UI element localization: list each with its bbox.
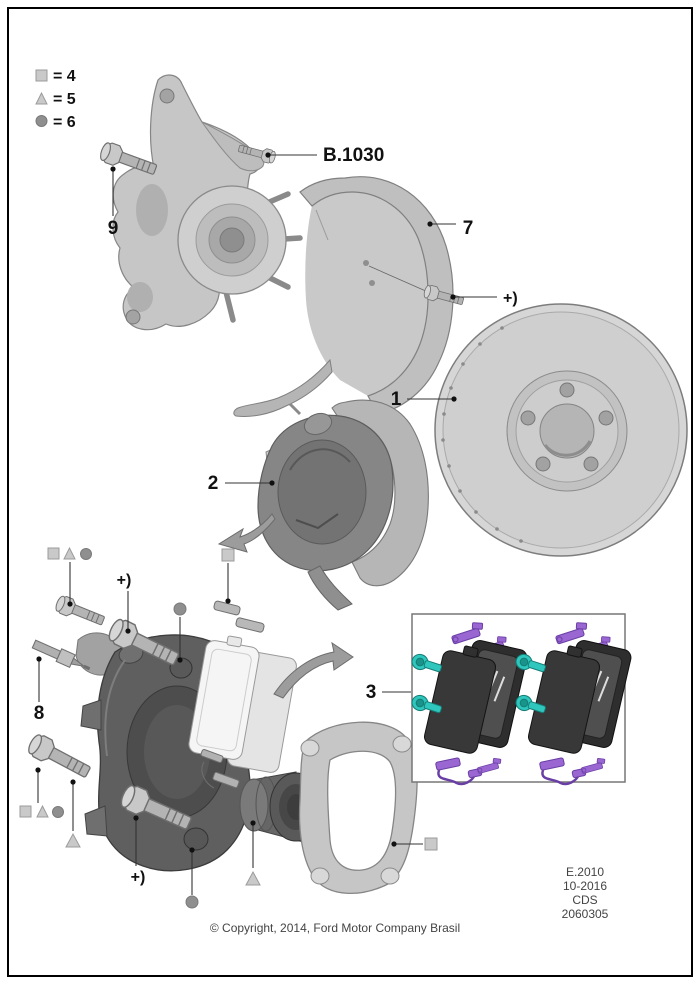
leader-lines [37,154,497,895]
callout-8: 8 [34,703,45,724]
legend-label-square: = 4 [53,68,76,85]
leader-dots [35,152,457,853]
callout-3: 3 [366,682,377,703]
splash-shield [233,176,454,417]
legend: = 4 = 5 = 6 [35,68,76,131]
callout-b1030: B.1030 [323,145,384,166]
info-line-3: CDS [572,893,597,907]
pad-retainer-clips [200,749,240,789]
callout-2: 2 [208,473,219,494]
callout-note-top: +) [503,290,518,307]
legend-label-circle: = 6 [53,114,76,131]
legend-label-triangle: = 5 [53,91,76,108]
brake-pads-exploded [188,635,297,773]
info-line-2: 10-2016 [563,879,607,893]
guide-pin-cap-lower [183,827,209,851]
callout-1: 1 [391,389,402,410]
caliper-assembly [257,399,429,611]
legend-triangle-icon [35,91,48,105]
copyright-text: © Copyright, 2014, Ford Motor Company Br… [210,921,460,935]
carrier-bracket [298,721,418,894]
bleed-screw [31,639,91,671]
caliper-bolt-lower [24,731,95,784]
hub-flange [177,185,303,323]
guide-pin-bolt-upper [53,593,107,630]
explode-arrow-right [273,641,354,699]
info-block: E.2010 10-2016 CDS 2060305 [562,865,609,921]
info-line-4: 2060305 [562,907,609,921]
pad-wear-clips [213,600,265,633]
kit-symbol-markers [19,546,438,909]
legend-square-icon [35,69,48,82]
callout-note-mid: +) [117,572,132,589]
callout-note-bottom: +) [131,869,146,886]
explode-arrow-left [217,513,276,553]
legend-circle-icon [35,115,48,127]
callout-9: 9 [108,218,119,239]
info-line-1: E.2010 [566,865,604,879]
brake-rotor [434,303,688,557]
page-border [7,7,693,977]
callout-7: 7 [463,218,474,239]
